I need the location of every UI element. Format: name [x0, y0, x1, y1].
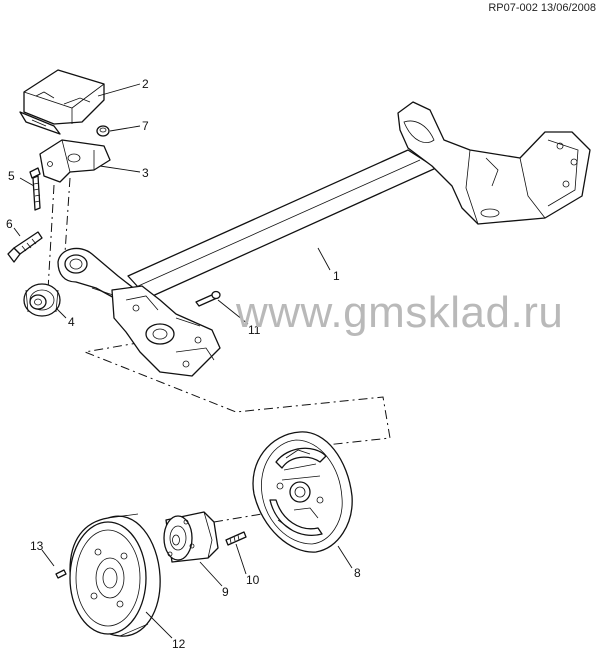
- bump-stop-block: [19, 69, 105, 135]
- drum-screw: [55, 569, 67, 579]
- bushing: [23, 283, 61, 317]
- mounting-bracket: [39, 139, 111, 183]
- brake-backing-plate: [252, 431, 353, 553]
- callout-10: 10: [246, 573, 260, 587]
- nut: [96, 125, 110, 137]
- callout-7: 7: [142, 119, 149, 133]
- callout-8: 8: [354, 566, 361, 580]
- bolt-upper: [29, 167, 41, 211]
- callout-9: 9: [222, 585, 229, 599]
- assembly-guide-lines: [47, 177, 391, 523]
- callout-13: 13: [30, 539, 44, 553]
- part-callouts: 1 2 3 4 5 6 7 8 9 10 11 12 13: [6, 77, 361, 651]
- callout-2: 2: [142, 77, 149, 91]
- wheel-stud: [225, 531, 247, 546]
- callout-3: 3: [142, 166, 149, 180]
- callout-12: 12: [172, 637, 186, 651]
- callout-11: 11: [248, 323, 261, 337]
- callout-5: 5: [8, 169, 15, 183]
- hub-bearing: [163, 511, 219, 563]
- leader-lines: [13, 83, 353, 639]
- callout-4: 4: [68, 315, 75, 329]
- watermark-text: www.gmsklad.ru: [236, 288, 564, 337]
- bolt-long: [7, 231, 43, 263]
- callout-1: 1: [333, 269, 340, 283]
- bolt-brake: [195, 290, 221, 307]
- rear-axle-beam: [57, 101, 591, 377]
- diagram-reference-code: RP07-002 13/06/2008: [488, 2, 596, 14]
- callout-6: 6: [6, 217, 13, 231]
- brake-drum: [69, 513, 161, 637]
